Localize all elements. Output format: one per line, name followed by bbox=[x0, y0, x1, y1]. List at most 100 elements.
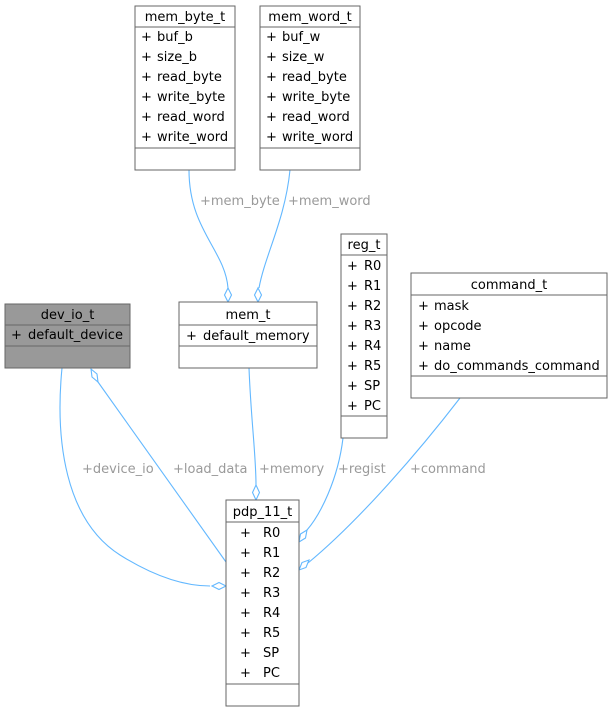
member-name: write_word bbox=[282, 130, 353, 145]
member-name: SP bbox=[364, 379, 380, 394]
member-marker: + bbox=[418, 319, 429, 334]
class-mem-byte-t[interactable]: mem_byte_t + buf_b + size_b + read_byte … bbox=[134, 5, 236, 171]
edge-load-data bbox=[97, 381, 227, 563]
member-marker: + bbox=[418, 339, 429, 354]
member-marker: + bbox=[240, 566, 251, 581]
member-name: write_byte bbox=[282, 90, 350, 105]
edge-load-data-diamond bbox=[90, 367, 99, 384]
member-marker: + bbox=[141, 30, 152, 45]
member-marker: + bbox=[186, 329, 197, 344]
member-name: read_byte bbox=[157, 70, 222, 85]
member-name: R0 bbox=[263, 526, 280, 541]
edge-command-diamond bbox=[298, 559, 310, 571]
member-name: R3 bbox=[364, 319, 381, 334]
class-reg-t[interactable]: reg_t + R0 + R1 + R2 + R3 + R4 + R5 + SP… bbox=[340, 233, 388, 439]
class-title: mem_t bbox=[226, 308, 271, 323]
edge-device-io-diamond bbox=[210, 581, 228, 591]
edge-label-mem-byte: +mem_byte bbox=[200, 194, 280, 209]
member-marker: + bbox=[266, 50, 277, 65]
class-command-t[interactable]: command_t + mask + opcode + name + do_co… bbox=[410, 272, 608, 399]
member-marker: + bbox=[418, 299, 429, 314]
member-marker: + bbox=[240, 666, 251, 681]
edge-command bbox=[307, 397, 461, 564]
edges: +mem_byte +mem_word +device_io +load_dat… bbox=[59, 169, 486, 591]
class-mem-t[interactable]: mem_t + default_memory bbox=[178, 301, 318, 369]
member-list: + buf_w + size_w + read_byte + write_byt… bbox=[266, 30, 353, 145]
member-marker: + bbox=[11, 328, 22, 343]
class-title: command_t bbox=[471, 278, 547, 293]
member-name: R2 bbox=[364, 299, 381, 314]
member-marker: + bbox=[347, 259, 358, 274]
member-name: R2 bbox=[263, 566, 280, 581]
class-title: dev_io_t bbox=[41, 308, 95, 323]
member-name: read_byte bbox=[282, 70, 347, 85]
member-name: R1 bbox=[364, 279, 381, 294]
member-name: write_word bbox=[157, 130, 228, 145]
member-name: R4 bbox=[364, 339, 381, 354]
class-pdp-11-t[interactable]: pdp_11_t + R0 + R1 + R2 + R3 + R4 + R5 +… bbox=[225, 499, 300, 707]
member-marker: + bbox=[347, 339, 358, 354]
member-marker: + bbox=[141, 110, 152, 125]
member-marker: + bbox=[347, 279, 358, 294]
member-name: size_b bbox=[157, 50, 197, 65]
member-name: size_w bbox=[282, 50, 325, 65]
member-name: R4 bbox=[263, 606, 280, 621]
edge-mem-word bbox=[258, 169, 291, 289]
member-name: PC bbox=[364, 399, 381, 414]
member-marker: + bbox=[347, 359, 358, 374]
class-title: mem_byte_t bbox=[145, 10, 225, 25]
member-name: R0 bbox=[364, 259, 381, 274]
member-marker: + bbox=[240, 626, 251, 641]
member-name: PC bbox=[263, 666, 280, 681]
member-marker: + bbox=[266, 30, 277, 45]
member-marker: + bbox=[266, 130, 277, 145]
member-name: buf_w bbox=[282, 30, 321, 45]
member-marker: + bbox=[240, 526, 251, 541]
member-marker: + bbox=[347, 379, 358, 394]
edge-label-mem-word: +mem_word bbox=[288, 194, 371, 209]
class-mem-word-t[interactable]: mem_word_t + buf_w + size_w + read_byte … bbox=[259, 5, 361, 171]
member-name: mask bbox=[434, 299, 469, 314]
edge-label-load-data: +load_data bbox=[173, 462, 247, 477]
member-list: + R0 + R1 + R2 + R3 + R4 + R5 + SP + PC bbox=[240, 526, 280, 681]
member-list: + mask + opcode + name + do_commands_com… bbox=[418, 299, 600, 374]
edge-device-io bbox=[59, 367, 211, 587]
member-name: SP bbox=[263, 646, 279, 661]
member-marker: + bbox=[240, 606, 251, 621]
member-name: buf_b bbox=[157, 30, 193, 45]
member-marker: + bbox=[418, 359, 429, 374]
member-name: read_word bbox=[157, 110, 225, 125]
class-title: reg_t bbox=[348, 238, 381, 253]
member-name: do_commands_command bbox=[434, 359, 600, 374]
edge-regist bbox=[306, 437, 344, 531]
member-marker: + bbox=[141, 50, 152, 65]
member-name: R5 bbox=[364, 359, 381, 374]
member-name: R5 bbox=[263, 626, 280, 641]
member-marker: + bbox=[141, 90, 152, 105]
class-title: pdp_11_t bbox=[233, 505, 292, 520]
edge-mem-byte-diamond bbox=[223, 286, 233, 304]
edge-memory bbox=[248, 367, 257, 486]
member-marker: + bbox=[347, 399, 358, 414]
member-marker: + bbox=[141, 130, 152, 145]
member-name: R1 bbox=[263, 546, 280, 561]
member-marker: + bbox=[141, 70, 152, 85]
member-name: default_memory bbox=[203, 329, 310, 344]
class-dev-io-t[interactable]: dev_io_t + default_device bbox=[4, 303, 131, 369]
edge-label-memory: +memory bbox=[259, 462, 325, 477]
member-marker: + bbox=[266, 110, 277, 125]
edge-memory-diamond bbox=[251, 483, 261, 502]
member-name: opcode bbox=[434, 319, 482, 334]
edge-mem-word-diamond bbox=[253, 286, 263, 304]
member-marker: + bbox=[347, 299, 358, 314]
member-marker: + bbox=[240, 586, 251, 601]
member-marker: + bbox=[240, 546, 251, 561]
member-name: default_device bbox=[28, 328, 123, 343]
class-title: mem_word_t bbox=[268, 10, 351, 25]
edge-label-regist: +regist bbox=[338, 462, 386, 477]
edge-regist-diamond bbox=[298, 528, 308, 544]
edge-label-command: +command bbox=[410, 462, 486, 477]
member-list: + buf_b + size_b + read_byte + write_byt… bbox=[141, 30, 228, 145]
member-name: write_byte bbox=[157, 90, 225, 105]
